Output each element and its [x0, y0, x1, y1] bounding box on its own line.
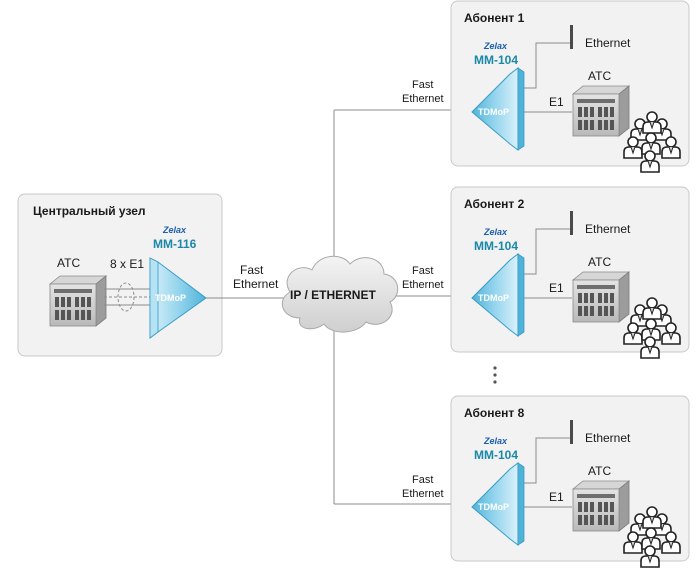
subscribers-layer: Абонент 1FastEthernetZelaxMM-104Ethernet… — [402, 0, 690, 567]
ethernet-link — [521, 228, 571, 275]
central-brand-logo: Zelax — [162, 225, 187, 235]
subscriber-fast-label-1: Fast — [412, 265, 433, 277]
subscriber-device-label: TDMoP — [478, 502, 509, 512]
central-uplink-label-2: Ethernet — [233, 277, 279, 291]
central-uplink-label-1: Fast — [240, 263, 264, 277]
ethernet-port — [570, 25, 573, 49]
subscriber-panel: Абонент 1FastEthernetZelaxMM-104Ethernet… — [402, 0, 690, 172]
subscriber-atc — [572, 480, 630, 532]
ethernet-port — [570, 211, 573, 235]
subscriber-device-label: TDMoP — [478, 107, 509, 117]
central-link-label: 8 x E1 — [110, 257, 144, 271]
subscriber-model-label: MM-104 — [474, 239, 518, 253]
subscriber-e1-label: E1 — [549, 281, 564, 295]
central-tdmop-device — [149, 257, 207, 339]
subscriber-model-label: MM-104 — [474, 448, 518, 462]
subscriber-e1-label: E1 — [549, 490, 564, 504]
central-node-title: Центральный узел — [33, 204, 146, 218]
subscriber-atc-label: ATC — [588, 69, 611, 83]
subscriber-fast-label-1: Fast — [412, 79, 433, 91]
more-subscribers-ellipsis — [493, 366, 497, 384]
central-model-label: MM-116 — [153, 237, 197, 251]
subscriber-device-label: TDMoP — [478, 293, 509, 303]
ip-ethernet-cloud — [281, 255, 399, 333]
subscriber-title: Абонент 8 — [464, 406, 525, 420]
subscriber-title: Абонент 2 — [464, 197, 525, 211]
ethernet-port — [570, 420, 573, 444]
subscriber-model-label: MM-104 — [474, 53, 518, 67]
subscriber-fast-label-2: Ethernet — [402, 93, 444, 105]
ethernet-link — [521, 42, 571, 89]
subscriber-atc — [572, 85, 630, 137]
subscriber-title: Абонент 1 — [464, 11, 525, 25]
subscriber-e1-label: E1 — [549, 95, 564, 109]
central-atc-label: ATC — [57, 256, 80, 270]
subscriber-ethernet-label: Ethernet — [585, 222, 631, 236]
subscriber-fast-label-2: Ethernet — [402, 279, 444, 291]
subscriber-ethernet-label: Ethernet — [585, 431, 631, 445]
subscriber-brand-logo: Zelax — [483, 436, 508, 446]
subscriber-fast-label-2: Ethernet — [402, 488, 444, 500]
e1-bundle-ring — [117, 282, 135, 312]
subscriber-brand-logo: Zelax — [483, 227, 508, 237]
subscriber-panel: Абонент 8FastEthernetZelaxMM-104Ethernet… — [402, 395, 690, 567]
central-atc — [49, 275, 107, 327]
subscriber-ethernet-label: Ethernet — [585, 36, 631, 50]
cloud-label: IP / ETHERNET — [290, 288, 376, 302]
subscriber-fast-label-1: Fast — [412, 474, 433, 486]
subscriber-atc-label: ATC — [588, 464, 611, 478]
ethernet-link — [521, 437, 571, 484]
subscriber-brand-logo: Zelax — [483, 41, 508, 51]
subscriber-atc — [572, 271, 630, 323]
subscriber-atc-label: ATC — [588, 255, 611, 269]
subscriber-panel: Абонент 2FastEthernetZelaxMM-104Ethernet… — [402, 186, 690, 358]
central-node-panel: Центральный узел ATC 8 x E1 Zelax MM-116… — [17, 193, 223, 357]
central-device-label: TDMoP — [155, 293, 186, 303]
